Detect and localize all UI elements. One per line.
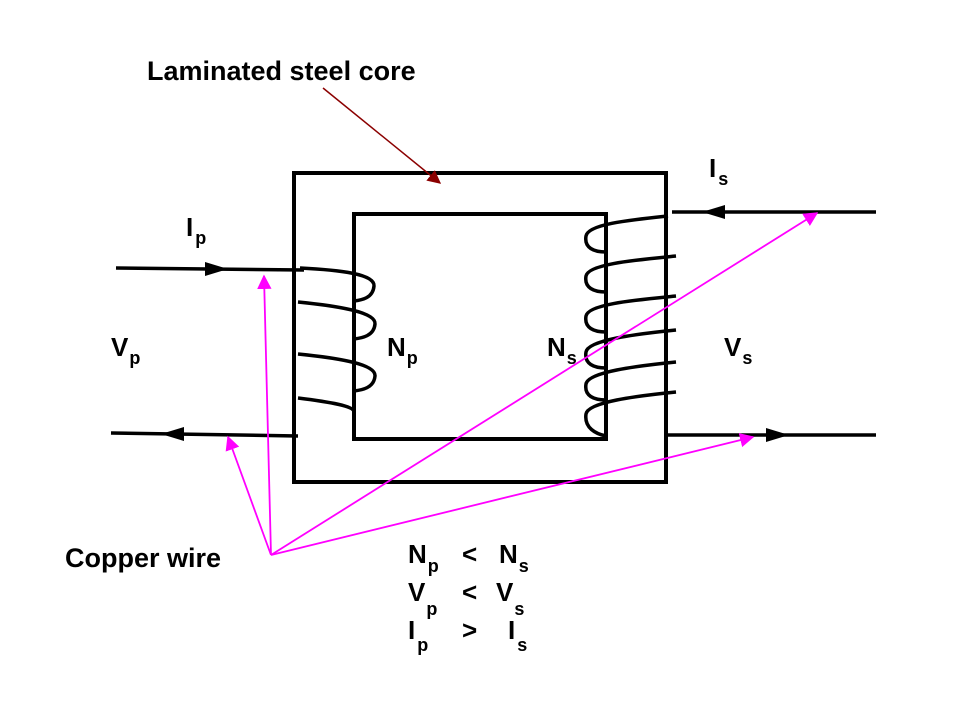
copper-pointer-arrows: [225, 212, 819, 556]
vp-label: Vp: [111, 332, 140, 368]
ns-label: Ns: [547, 332, 577, 368]
primary-top-arrowhead: [205, 262, 228, 276]
core-window: [352, 212, 608, 441]
secondary-bottom-arrowhead: [766, 428, 789, 442]
vs-label: Vs: [724, 332, 752, 368]
primary-bottom-arrowhead: [161, 427, 184, 441]
core-label: Laminated steel core: [147, 56, 416, 86]
copper-wire-label: Copper wire: [65, 543, 221, 573]
np-label: Np: [387, 332, 418, 368]
secondary-top-arrowhead: [702, 205, 725, 219]
core-pointer-arrow: [322, 87, 442, 184]
relation-row: Vp<Vs: [408, 577, 524, 619]
primary-coil: [297, 266, 377, 413]
primary-bottom-lead: [110, 431, 299, 438]
secondary-coil: [584, 214, 677, 438]
core-outer: [292, 171, 668, 484]
relation-row: Np<Ns: [408, 539, 529, 576]
